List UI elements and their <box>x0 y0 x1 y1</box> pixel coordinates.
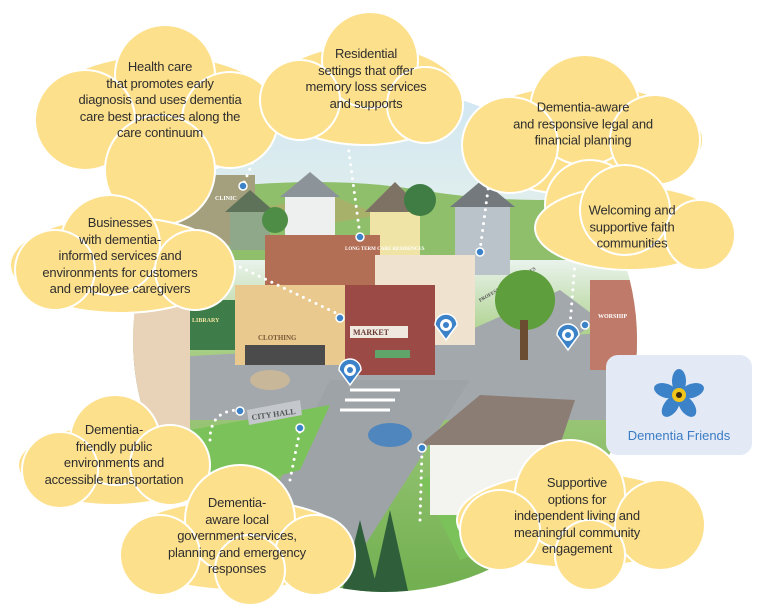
callout-public-environments: Dementia- friendly public environments a… <box>45 422 184 488</box>
long-term-care-sign: LONG TERM CARE RESIDENCES <box>345 247 425 252</box>
callout-businesses: Businesses with dementia- informed servi… <box>42 215 197 298</box>
clinic-sign: CLINIC <box>215 196 237 202</box>
cloud-independent <box>456 439 706 591</box>
callout-text: Health care that promotes early diagnosi… <box>78 58 242 140</box>
houses <box>225 172 515 275</box>
location-dots <box>235 181 590 453</box>
callout-clouds <box>9 11 736 606</box>
pin-icon <box>434 313 458 342</box>
callout-text: Supportive options for independent livin… <box>513 474 641 556</box>
market-building: MARKET <box>345 285 435 375</box>
cloud-government <box>119 464 356 606</box>
cloud-public <box>17 394 211 509</box>
forget-me-not-flower-icon <box>654 369 704 417</box>
pin-icon <box>556 323 580 352</box>
logo-text: Dementia Friends <box>627 428 731 443</box>
cloud-legal <box>461 54 704 251</box>
callout-text: Dementia- friendly public environments a… <box>44 422 184 487</box>
market-sign: MARKET <box>353 328 390 337</box>
callout-health-care: Health care that promotes early diagnosi… <box>79 59 242 142</box>
callout-text: Residential settings that offer memory l… <box>305 46 427 111</box>
callout-text: Dementia-aware and responsive legal and … <box>513 99 653 148</box>
callout-independent-living: Supportive options for independent livin… <box>514 475 640 558</box>
callout-legal-financial: Dementia-aware and responsive legal and … <box>513 99 653 149</box>
clothing-sign: CLOTHING <box>258 334 297 342</box>
dementia-friends-logo: Dementia Friends <box>606 355 752 455</box>
library-sign: LIBRARY <box>192 318 220 324</box>
callout-faith: Welcoming and supportive faith communiti… <box>589 202 676 252</box>
callout-text: Dementia- aware local government service… <box>168 494 306 576</box>
worship-sign: WORSHIP <box>598 314 627 320</box>
callout-residential: Residential settings that offer memory l… <box>306 46 427 112</box>
cloud-residential <box>259 11 464 146</box>
pin-icon <box>338 358 362 387</box>
city-hall-sign: CITY HALL <box>247 400 302 425</box>
cloud-faith <box>534 164 736 271</box>
callout-text: Businesses with dementia- informed servi… <box>42 214 198 296</box>
callout-text: Welcoming and supportive faith communiti… <box>588 202 676 251</box>
callout-local-government: Dementia- aware local government service… <box>168 495 306 578</box>
car-blue <box>368 423 412 447</box>
cloud-businesses <box>9 194 236 314</box>
map-pins <box>338 313 580 387</box>
car-tan <box>250 370 290 390</box>
clothing-building: CLOTHING <box>235 285 345 365</box>
